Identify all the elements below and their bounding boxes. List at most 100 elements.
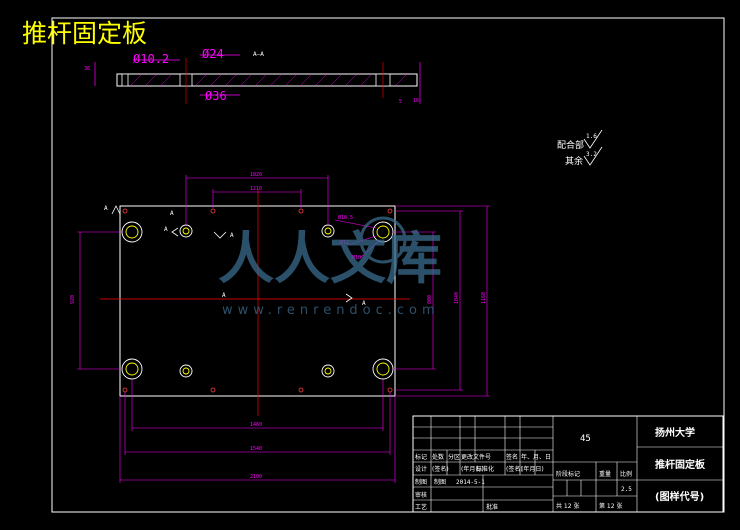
tb-school: 扬州大学: [655, 426, 695, 439]
tb-review-label: 审核: [415, 491, 427, 499]
dim-right-height2-text: 16: [413, 98, 419, 104]
dim-width-2: 1540: [250, 446, 262, 452]
big-hole-tl: [121, 221, 143, 243]
big-hole-bl-inner: [125, 362, 139, 376]
title-block: 45 扬州大学 推杆固定板 (图样代号) 标记 处数 分区 更改文件号 签名 年…: [412, 415, 724, 513]
tb-labels: 标记 处数 分区 更改文件号 签名 年、月、日 设计 (签名) (年月日) 标准…: [415, 453, 632, 511]
tb-mark-label: 标记: [415, 453, 427, 461]
mid-hole-3-inner: [182, 367, 190, 375]
tb-zone-label: 分区: [448, 453, 460, 461]
roughness-notes: 配合部 1.6 其余 3.2: [557, 129, 603, 167]
mid-hole-4-inner: [324, 367, 332, 375]
leader-dia-c: [359, 239, 381, 259]
dim-hole-big: Ø24: [202, 47, 224, 61]
cut-label-1: A: [104, 205, 108, 212]
plan-view: A A A A A A Ø10.5 Ø12 M10 1820 1210: [70, 172, 490, 483]
roughness-mating-value: 1.6: [586, 133, 597, 140]
cut-mark-2: [171, 227, 179, 237]
dim-left-height-text: 36: [84, 66, 90, 72]
roughness-other-value: 3.2: [586, 151, 597, 158]
roughness-mating-label: 配合部: [557, 139, 584, 151]
mid-hole-1: [179, 224, 193, 238]
tb-ymd-label: (年月日): [461, 465, 484, 473]
tb-count-label: 处数: [432, 453, 444, 461]
mid-hole-4: [321, 364, 335, 378]
cut-mark-4: [345, 293, 353, 303]
tb-date-label: 年、月、日: [521, 453, 551, 461]
tb-part-name: 推杆固定板: [655, 458, 706, 471]
watermark: 人人文库 www.renrendoc.com: [218, 216, 442, 318]
small-hole-1: [210, 208, 216, 214]
big-hole-br: [372, 358, 394, 380]
leader-dia-a: [334, 219, 377, 229]
tb-drawn-value: 2014-5-1: [456, 479, 485, 486]
tb-scale-label: 比例: [620, 470, 632, 478]
big-hole-tr-inner: [376, 225, 390, 239]
tb-drawn-label-2: 制图: [434, 478, 446, 486]
mid-hole-3: [179, 364, 193, 378]
plate-outline: [119, 205, 396, 397]
watermark-text: 人人文库: [218, 227, 442, 292]
tb-total-sheets: 共 12 张: [556, 502, 579, 510]
tb-sign-label: (签名): [432, 465, 449, 473]
tb-sheet-no: 第 12 张: [599, 502, 622, 510]
cut-mark-1: [111, 205, 121, 215]
tb-designer-label: 设计: [415, 465, 427, 473]
big-hole-bl: [121, 358, 143, 380]
dim-width-3: 2100: [250, 474, 262, 480]
small-hole-2: [298, 208, 304, 214]
dim-dia-c: M10: [352, 255, 361, 261]
section-hatch: [129, 73, 408, 87]
small-hole-5: [122, 208, 128, 214]
dim-height-right-2: 1040: [454, 292, 460, 304]
watermark-logo: [359, 216, 407, 264]
dim-hole-small: Ø10.2: [133, 52, 169, 66]
tb-scale-value: 2.5: [621, 486, 632, 493]
tb-stage-label: 阶段标记: [556, 470, 580, 478]
small-hole-6: [387, 208, 393, 214]
title-block-frame: [412, 415, 724, 513]
drawing-frame: [51, 17, 725, 513]
tb-approve-label: 批准: [486, 503, 498, 511]
tb-std-label: 标准化: [476, 465, 494, 473]
small-hole-7: [122, 387, 128, 393]
dim-right-height-text: 5: [399, 99, 402, 105]
title-block-grid: [413, 416, 723, 512]
section-cut-markers: [111, 205, 353, 303]
small-hole-4: [298, 387, 304, 393]
watermark-url: www.renrendoc.com: [222, 303, 440, 318]
small-hole-3: [210, 387, 216, 393]
dim-dia-a: Ø10.5: [338, 214, 353, 221]
cut-label-3: A: [164, 226, 168, 233]
section-view: Ø10.2 Ø24 Ø36 A–A 36 5 16: [84, 47, 421, 105]
dim-top-mid: 1210: [250, 186, 262, 192]
dim-dia-b: Ø12: [340, 239, 349, 246]
roughness-symbol-2: [583, 146, 603, 166]
tb-material: 45: [580, 434, 591, 444]
mid-hole-1-inner: [182, 227, 190, 235]
cut-label-6: A: [362, 300, 366, 307]
right-dimensions: [393, 205, 490, 397]
tb-ymd-label-2: (年月日): [521, 465, 544, 473]
cut-mark-3: [213, 231, 227, 239]
dim-height-left: 920: [70, 295, 76, 304]
left-dimension: [77, 231, 122, 370]
tb-drawn-label: 制图: [415, 478, 427, 486]
tb-drawing-code: (图样代号): [655, 490, 704, 503]
cut-label-2: A: [170, 210, 174, 217]
tb-signature-label: 签名: [506, 453, 518, 461]
dim-hole-bottom: Ø36: [205, 89, 227, 103]
tb-weight-label: 重量: [599, 470, 611, 478]
tb-process-label: 工艺: [415, 503, 427, 511]
top-dimensions: [185, 175, 329, 225]
big-hole-tl-inner: [125, 225, 139, 239]
dim-width-1: 1460: [250, 422, 262, 428]
tb-sign-label-2: (签名): [506, 465, 523, 473]
roughness-symbol-1: [583, 129, 603, 149]
tb-change-label: 更改文件号: [461, 453, 491, 461]
cut-label-5: A: [222, 292, 226, 299]
roughness-other-label: 其余: [565, 155, 583, 167]
dim-height-right-3: 1160: [481, 292, 487, 304]
big-hole-br-inner: [376, 362, 390, 376]
